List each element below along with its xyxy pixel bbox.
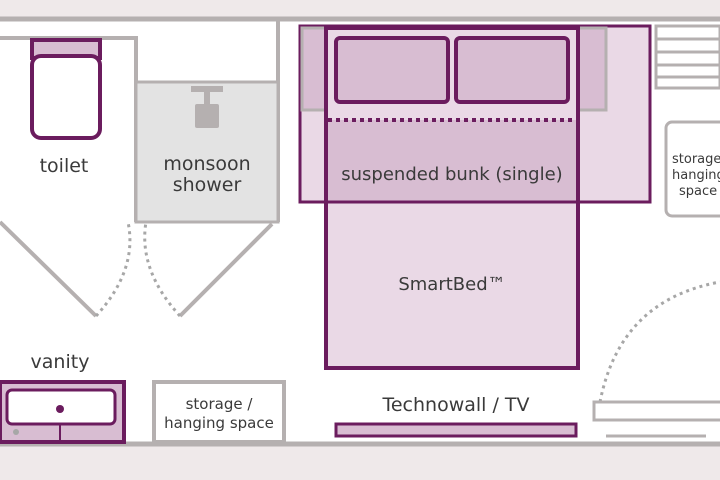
technowall-tv — [334, 422, 578, 438]
storage-right-label-line3: space — [679, 184, 717, 199]
bedside-right — [576, 26, 608, 112]
vanity-label: vanity — [31, 351, 90, 373]
shower-label-line2: shower — [173, 174, 242, 196]
basin-drain — [56, 405, 64, 413]
shower-door-swing — [143, 221, 182, 318]
toilet-label: toilet — [40, 155, 89, 177]
technowall-label: Technowall / TV — [381, 394, 529, 416]
storage-label-line1: storage / — [186, 395, 254, 413]
shower-area — [134, 80, 280, 224]
pillow-right — [454, 36, 570, 104]
storage-unit-bottom — [152, 380, 286, 444]
shower-head-pipe — [204, 92, 210, 106]
shower-door-right — [178, 222, 274, 318]
pillow-left — [334, 36, 450, 104]
entrance-door-swing — [598, 280, 720, 403]
stairs — [654, 24, 720, 90]
shower-label-line1: monsoon — [163, 153, 250, 175]
smartbed-label: SmartBed™ — [398, 274, 505, 295]
toilet-door-left — [0, 220, 98, 318]
storage-unit-right — [664, 120, 720, 218]
basin-plug — [13, 429, 19, 435]
shower-head — [195, 104, 219, 128]
entrance-door — [592, 400, 720, 422]
storage-right-label-line2: hanging — [672, 168, 720, 183]
toilet-bowl — [30, 54, 102, 140]
bedside-left — [300, 26, 328, 112]
suspended-bunk — [328, 120, 576, 202]
shower-head-arm — [191, 86, 223, 92]
toilet-door-swing — [94, 221, 132, 318]
storage-label-line2: hanging space — [164, 414, 274, 432]
bunk-label: suspended bunk (single) — [341, 164, 562, 185]
storage-right-label-line1: storage / — [672, 152, 720, 167]
